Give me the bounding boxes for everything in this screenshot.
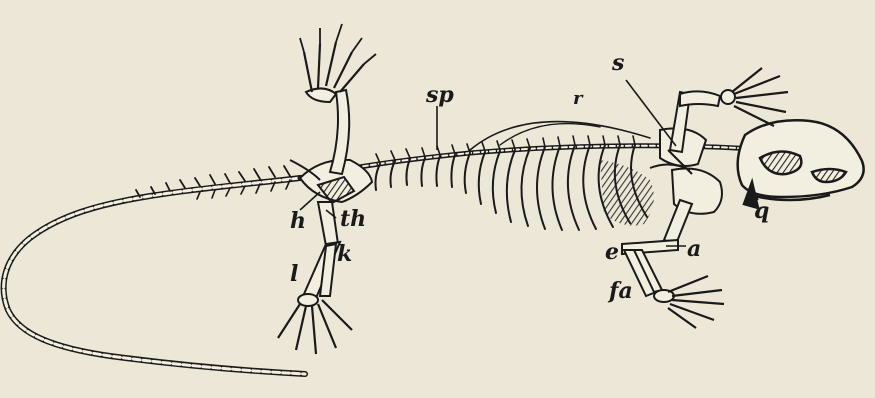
- label-a: a: [687, 238, 701, 260]
- skull: [738, 120, 864, 208]
- label-sp: sp: [426, 84, 454, 106]
- ribcage-shadow: [600, 160, 654, 226]
- tail: [4, 166, 305, 374]
- label-s: s: [612, 52, 624, 74]
- label-e: e: [605, 241, 619, 263]
- label-l: l: [290, 263, 298, 285]
- label-r: r: [573, 90, 582, 108]
- label-fa: fa: [609, 280, 633, 302]
- label-k: k: [337, 243, 352, 265]
- label-h: h: [290, 210, 306, 232]
- label-th: th: [340, 208, 366, 230]
- hind-leg-upper: [300, 24, 376, 174]
- label-q: q: [754, 200, 769, 222]
